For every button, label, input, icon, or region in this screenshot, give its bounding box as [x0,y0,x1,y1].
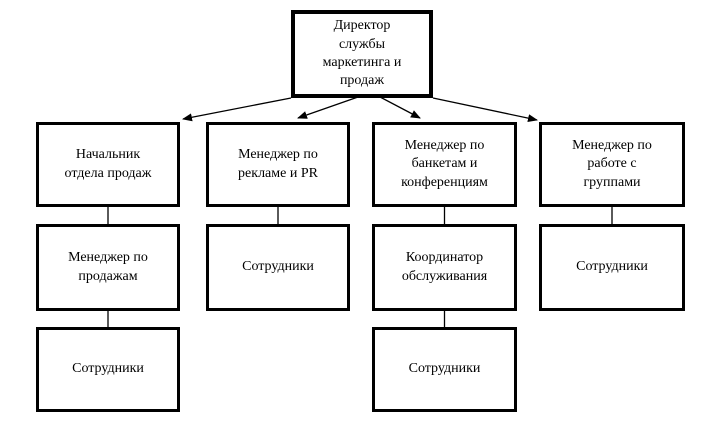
edge-director-banquet-manager [379,96,421,119]
node-groups-staff: Сотрудники [539,224,685,311]
node-director-label: Директор службы маркетинга и продаж [322,18,402,89]
node-service-coordinator: Координатор обслуживания [372,224,517,311]
edge-director-ad-pr-manager [297,96,359,119]
edge-director-sales-head [182,97,292,122]
node-ad-pr-staff-label: Сотрудники [242,259,314,275]
node-service-staff-label: Сотрудники [408,361,481,377]
node-service-staff: Сотрудники [372,327,517,412]
node-sales-manager: Менеджер по продажам [36,224,180,311]
node-groups-manager: Менеджер по работе с группами [539,122,685,207]
node-ad-pr-staff: Сотрудники [206,224,350,311]
node-sales-head: Начальник отдела продаж [36,122,180,207]
node-sales-staff-label: Сотрудники [72,361,144,377]
node-sales-manager-label: Менеджер по продажам [68,250,148,284]
node-banquet-manager-label: Менеджер по банкетам и конференциям [401,137,488,190]
node-banquet-manager: Менеджер по банкетам и конференциям [372,122,517,207]
node-groups-staff-label: Сотрудники [576,259,648,275]
node-ad-pr-manager: Менеджер по рекламе и PR [206,122,350,207]
node-service-coordinator-label: Координатор обслуживания [401,250,488,284]
node-sales-staff: Сотрудники [36,327,180,412]
node-sales-head-label: Начальник отдела продаж [64,147,152,181]
node-director: Директор службы маркетинга и продаж [291,10,433,98]
node-groups-manager-label: Менеджер по работе с группами [572,137,652,190]
node-ad-pr-manager-label: Менеджер по рекламе и PR [238,147,318,181]
edge-director-groups-manager [432,97,538,123]
